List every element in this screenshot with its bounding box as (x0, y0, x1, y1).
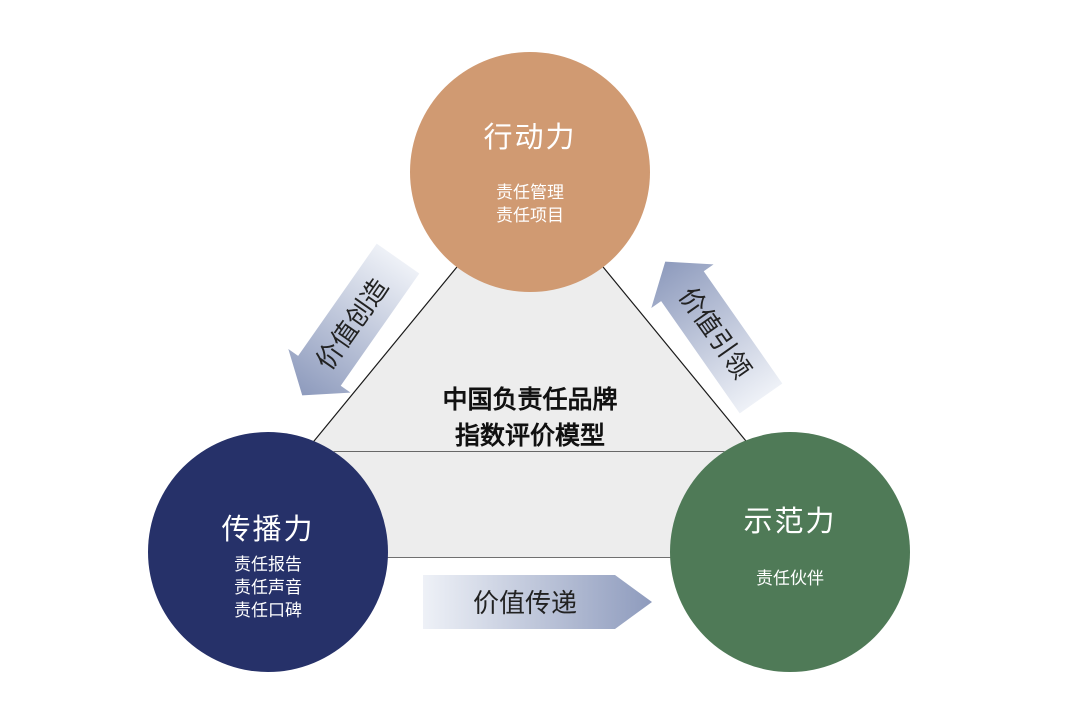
arrow-bottom-label: 价值传递 (473, 589, 577, 619)
circle-communication-item: 责任声音 (234, 578, 302, 598)
circle-action: 行动力 责任管理 责任项目 (410, 52, 650, 292)
circle-demonstration-title: 示范力 (743, 504, 837, 538)
arrow-value-delivery: 价值传递 (423, 575, 652, 629)
circle-demonstration: 示范力 责任伙伴 (670, 432, 910, 672)
circle-communication-item: 责任口碑 (234, 601, 302, 621)
circle-action-item: 责任管理 (496, 183, 564, 203)
circle-communication-item: 责任报告 (234, 555, 302, 575)
triangle-lower-fill (300, 452, 760, 557)
circle-demonstration-items: 责任伙伴 (670, 568, 910, 591)
center-title-line2: 指数评价模型 (454, 421, 605, 450)
circle-communication: 传播力 责任报告 责任声音 责任口碑 (148, 432, 388, 672)
center-title: 中国负责任品牌 指数评价模型 (380, 382, 680, 454)
circle-demonstration-item: 责任伙伴 (756, 569, 824, 589)
center-title-line1: 中国负责任品牌 (442, 385, 618, 414)
circle-action-item: 责任项目 (496, 206, 564, 226)
circle-communication-items: 责任报告 责任声音 责任口碑 (148, 554, 388, 623)
circle-action-title: 行动力 (483, 120, 577, 154)
circle-communication-title: 传播力 (221, 512, 315, 546)
circle-action-items: 责任管理 责任项目 (410, 182, 650, 228)
